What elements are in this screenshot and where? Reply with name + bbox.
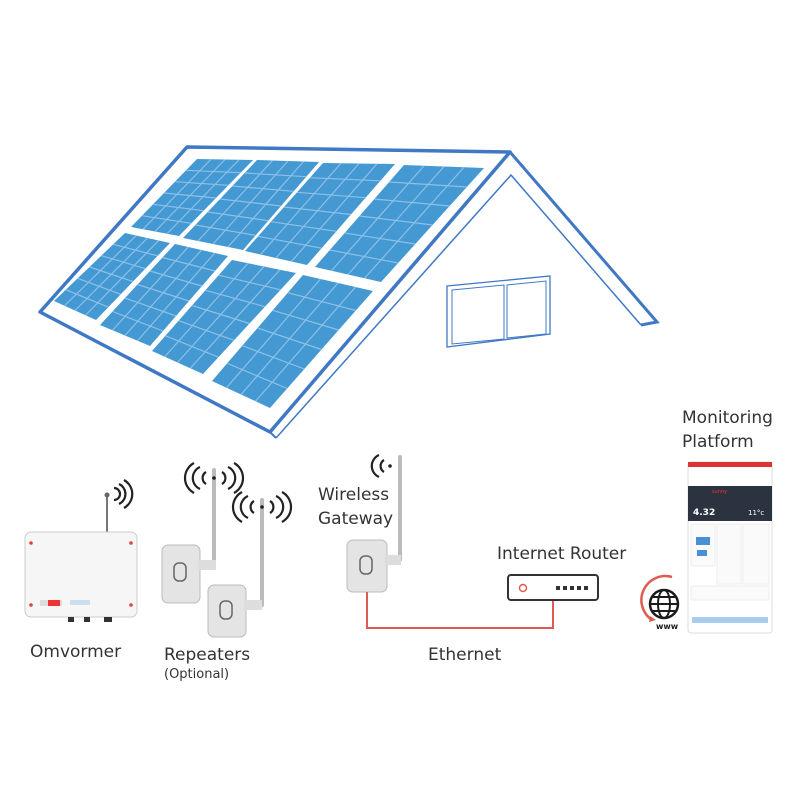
panel-cell-line (309, 177, 381, 182)
panel-cell-line (162, 256, 216, 272)
panel-cell-line (163, 192, 217, 199)
panel-cell-line (389, 181, 467, 188)
panel-cell-line (137, 283, 190, 302)
panel-cell-line (232, 185, 294, 192)
roof-gable-outer (508, 151, 660, 327)
panel-cell-line (77, 277, 121, 295)
panel-cell-line (149, 270, 203, 287)
monitoring-label-line1: Monitoring (682, 408, 773, 428)
panel-cell-line (113, 243, 158, 257)
inverter (24, 479, 138, 622)
panel-cell-line (344, 232, 416, 245)
phone-temperature: 11°c (748, 509, 765, 517)
panel-cell-line (218, 274, 281, 291)
panel-cell-line (329, 249, 399, 264)
panel-cell-line (272, 309, 339, 331)
panel-cell-line (205, 289, 266, 308)
panel-cell-line (101, 255, 146, 270)
wifi-signal-icon (370, 453, 392, 479)
solar-panel (245, 163, 395, 265)
panel-cell-line (185, 169, 241, 174)
panel-cell-line (287, 292, 356, 312)
solar-panel (212, 275, 373, 408)
panel-cell-line (226, 362, 288, 390)
panel-cell-line (165, 335, 219, 358)
repeaters-optional-label: (Optional) (164, 667, 230, 682)
ethernet-label: Ethernet (428, 645, 502, 665)
panel-cell-line (257, 235, 322, 249)
monitoring-label-line2: Platform (682, 432, 754, 452)
ethernet-cable (366, 592, 554, 629)
internet-router (507, 574, 599, 601)
wifi-signal-icon (113, 479, 134, 509)
wifi-signal-icon (183, 462, 293, 523)
panel-cell-line (374, 198, 450, 207)
router-label: Internet Router (497, 544, 627, 564)
svg-text:sunny: sunny (712, 489, 727, 495)
solar-panel (54, 233, 170, 320)
roof-gable-inner (275, 173, 642, 439)
panel-cell-line (89, 266, 134, 283)
window (446, 275, 551, 348)
gateway-label-line1: Wireless (318, 485, 390, 505)
panel-cell-line (152, 203, 204, 212)
panel-cell-line (191, 304, 250, 325)
house (38, 145, 660, 439)
panel-cell-line (124, 297, 177, 317)
globe-www-icon (640, 574, 680, 622)
panel-cell-line (141, 215, 192, 224)
panel-cell-line (195, 224, 256, 236)
repeaters-label: Repeaters (164, 645, 251, 665)
repeater-2 (207, 498, 264, 638)
panel-cell-line (270, 221, 337, 232)
inverter-label: Omvormer (30, 642, 122, 662)
panel-cell-line (207, 211, 269, 222)
phone-power-value: 4.32 (693, 508, 716, 518)
panel-cell-line (219, 198, 282, 207)
roof-eave-edge (269, 431, 277, 439)
wireless-gateway (346, 453, 402, 593)
www-label: www (656, 622, 679, 631)
panel-cell-line (283, 206, 352, 216)
panel-cell-line (65, 289, 109, 308)
panel-cell-line (178, 320, 235, 341)
gateway-label-line2: Gateway (318, 509, 394, 529)
solar-panel (131, 159, 253, 236)
panel-cell-line (244, 172, 307, 178)
solar-panels (54, 158, 484, 408)
panel-cell-line (174, 181, 229, 186)
panel-cell-line (257, 327, 322, 351)
panel-cell-line (296, 191, 366, 199)
solar-panel (100, 244, 228, 346)
solar-panel (315, 165, 484, 282)
panel-cell-line (359, 215, 433, 226)
repeater-1 (161, 468, 216, 604)
monitoring-phone: sunny (687, 461, 773, 634)
panel-cell-line (112, 310, 164, 332)
panel-cell-line (242, 345, 305, 370)
